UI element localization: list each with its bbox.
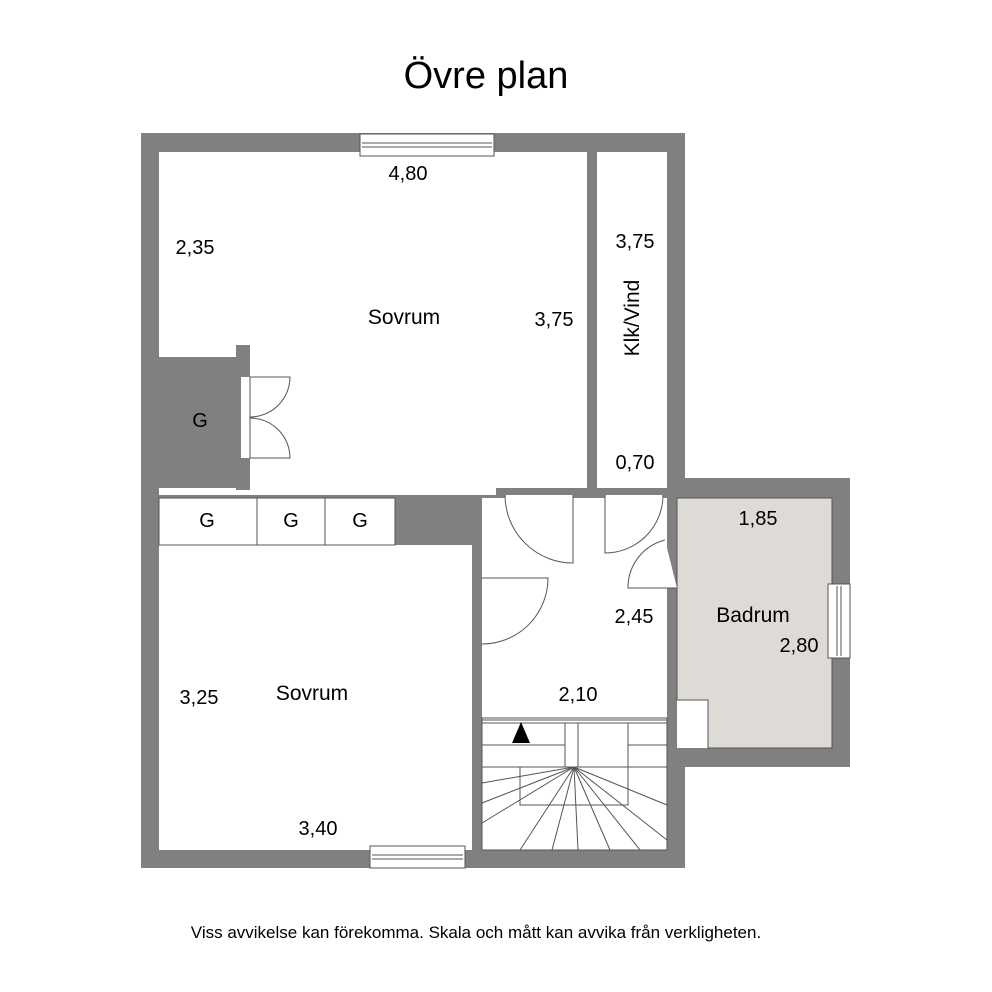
dimension-label: 2,80 [780, 635, 819, 657]
wardrobe-row [158, 497, 396, 546]
stair-direction-arrow-icon [512, 722, 530, 743]
staircase [481, 717, 668, 851]
disclaimer-text: Viss avvikelse kan förekomma. Skala och … [191, 923, 761, 942]
storage-label: G [352, 510, 368, 532]
room-label-bedroom-top: Sovrum [368, 306, 440, 329]
dimension-label: 3,75 [616, 231, 655, 253]
dimension-label: 3,40 [299, 818, 338, 840]
storage-label: G [199, 510, 215, 532]
dimension-label: 3,75 [535, 309, 574, 331]
room-label-bathroom: Badrum [716, 604, 790, 627]
dimension-label: 0,70 [616, 452, 655, 474]
wall-return [236, 458, 250, 490]
plan-title: Övre plan [404, 55, 569, 97]
wall-return [236, 345, 250, 377]
dimension-label: 1,85 [739, 508, 778, 530]
room-label-attic: Klk/Vind [621, 280, 644, 357]
walls [141, 133, 850, 868]
storage-label: G [283, 510, 299, 532]
door-swings [249, 376, 677, 645]
dimension-label: 2,35 [176, 237, 215, 259]
window-bathroom [827, 583, 851, 659]
window-bottom [369, 845, 466, 869]
dimension-label: 3,25 [180, 687, 219, 709]
window-top [359, 133, 495, 157]
bathroom-floor [676, 497, 833, 749]
storage-label: G [192, 410, 208, 432]
room-label-bedroom-bottom: Sovrum [276, 682, 348, 705]
dimension-label: 4,80 [389, 163, 428, 185]
dimension-label: 2,10 [559, 684, 598, 706]
dimension-label: 2,45 [615, 606, 654, 628]
